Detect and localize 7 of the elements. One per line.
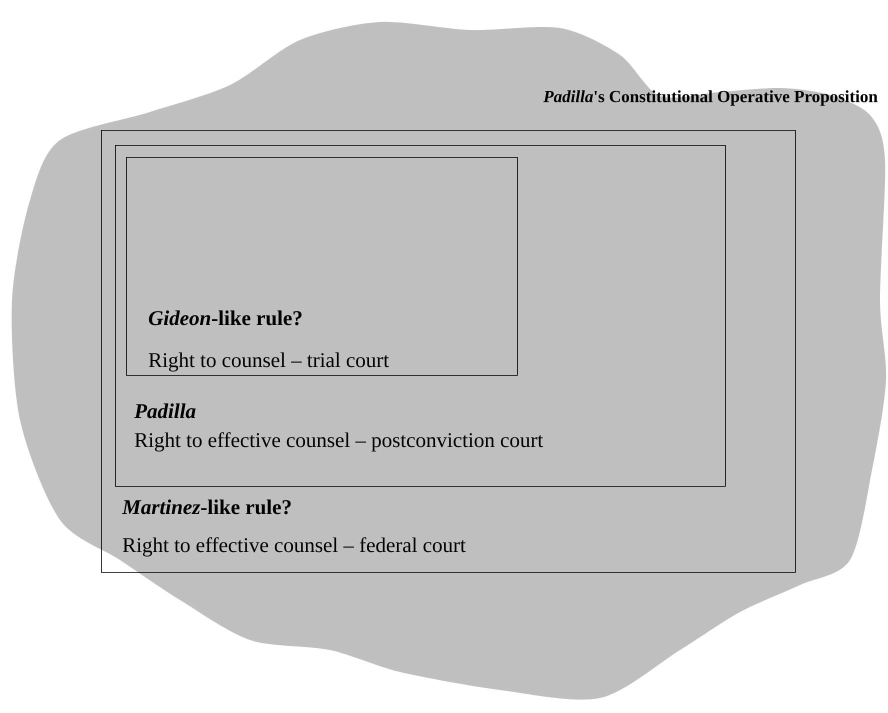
body-text: Right to counsel – trial court [148, 352, 389, 372]
heading-text: Gideon-like rule? [148, 310, 302, 326]
title-text: Padilla's Constitutional Operative Proposition [543, 90, 878, 106]
body-text: Right to effective counsel – postconviction court [134, 432, 544, 452]
heading-text: Martinez-like rule? [122, 499, 291, 514]
heading-text: Padilla [134, 403, 196, 418]
body-text: Right to effective counsel – federal court [122, 537, 466, 557]
